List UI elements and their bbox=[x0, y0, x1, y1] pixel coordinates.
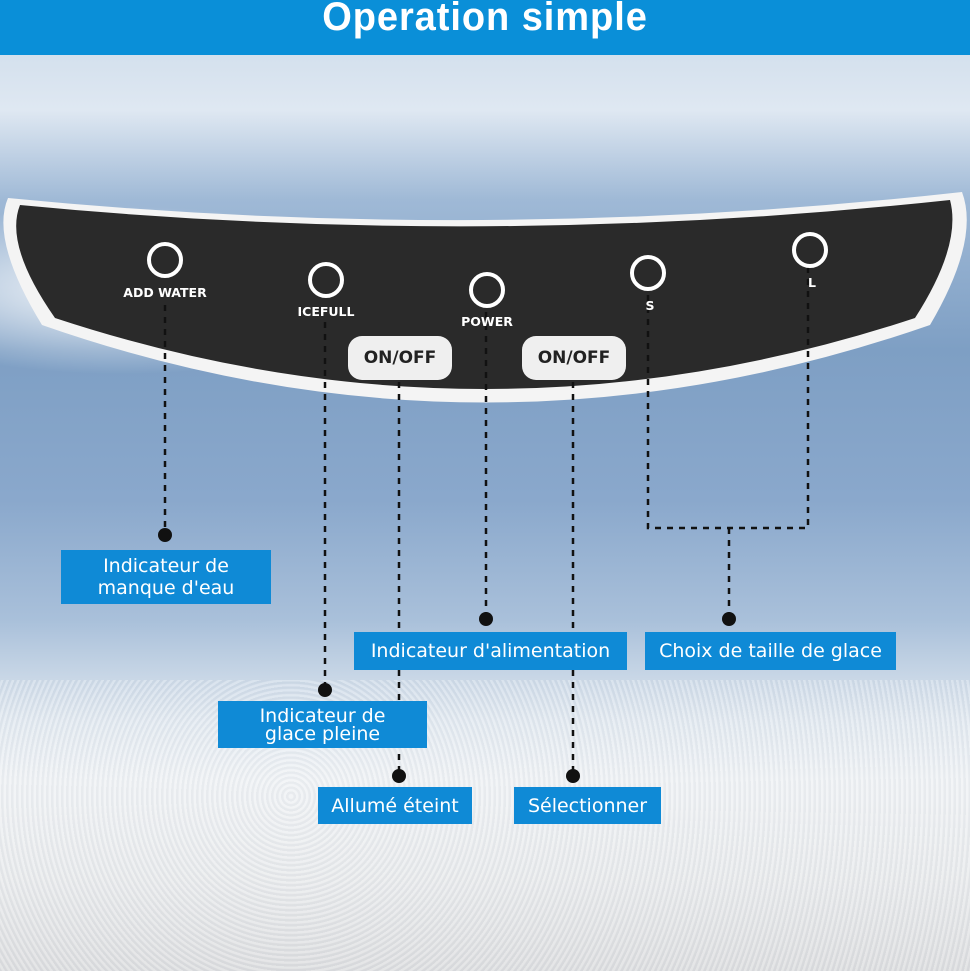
size-s-indicator-icon bbox=[630, 255, 666, 291]
callout-text: Indicateur de bbox=[259, 704, 386, 727]
power-on-off-button[interactable]: ON/OFF bbox=[348, 336, 452, 380]
select-on-off-button[interactable]: ON/OFF bbox=[522, 336, 626, 380]
callout-text: Indicateur d'alimentation bbox=[370, 640, 611, 662]
callout-select: Sélectionner bbox=[514, 787, 661, 824]
power-indicator-icon bbox=[469, 272, 505, 308]
indicator-label-power: POWER bbox=[461, 314, 513, 329]
callout-water-shortage: Indicateur de manque d'eau bbox=[61, 550, 271, 604]
callout-on-off: Allumé éteint bbox=[318, 787, 472, 824]
icefull-indicator-icon bbox=[308, 262, 344, 298]
page-title: Operation simple bbox=[322, 0, 648, 39]
callout-text: Indicateur de bbox=[103, 555, 229, 577]
callout-text: Allumé éteint bbox=[331, 794, 459, 817]
callout-text: Sélectionner bbox=[527, 794, 648, 817]
indicator-label-l: L bbox=[808, 275, 816, 290]
panel-face bbox=[16, 200, 953, 389]
callout-lines bbox=[163, 268, 810, 776]
callout-text: Choix de taille de glace bbox=[659, 640, 882, 662]
callout-power-indicator: Indicateur d'alimentation bbox=[354, 632, 627, 670]
indicator-label-add-water: ADD WATER bbox=[123, 285, 207, 300]
callout-text: glace pleine bbox=[264, 722, 381, 745]
callout-dots bbox=[158, 528, 736, 783]
size-l-indicator-icon bbox=[792, 232, 828, 268]
callout-ice-full: Indicateur de glace pleine bbox=[218, 701, 427, 748]
callout-ice-size: Choix de taille de glace bbox=[645, 632, 896, 670]
header-banner: Operation simple bbox=[0, 0, 970, 55]
indicator-label-icefull: ICEFULL bbox=[297, 304, 355, 319]
callout-text: manque d'eau bbox=[97, 577, 235, 599]
indicator-label-s: S bbox=[645, 298, 655, 313]
add-water-indicator-icon bbox=[147, 242, 183, 278]
snow-background bbox=[0, 680, 970, 971]
